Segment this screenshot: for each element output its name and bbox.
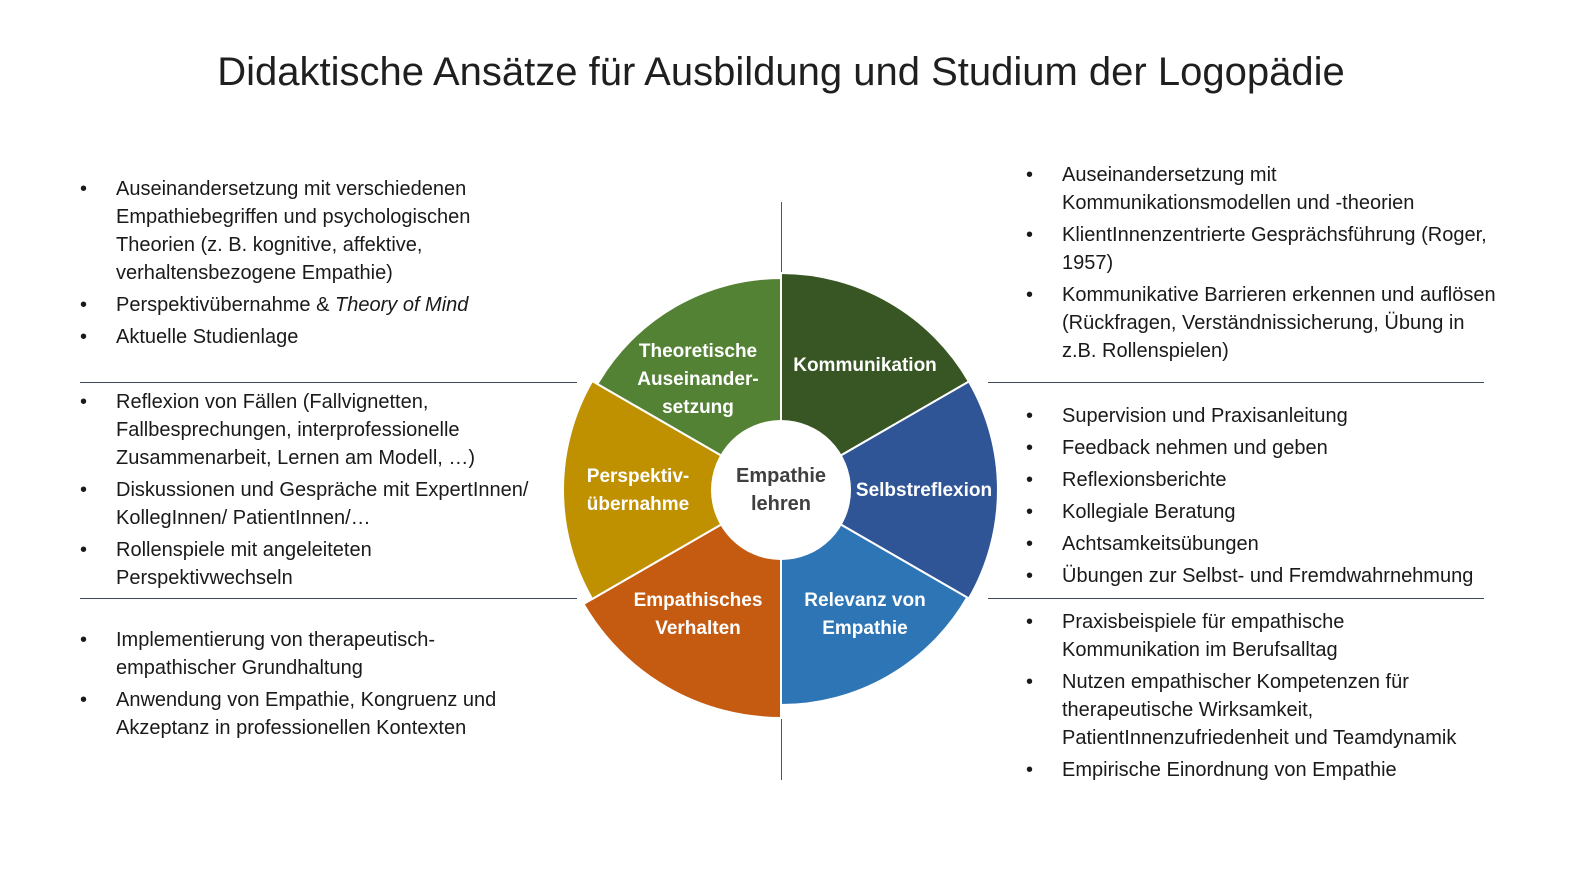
list-behavior: Implementierung von therapeutisch-empath… bbox=[80, 626, 550, 746]
list-item: Auseinandersetzung mit Kommunikationsmod… bbox=[1026, 161, 1496, 217]
list-item: Nutzen empathischer Kompetenzen für ther… bbox=[1026, 668, 1466, 752]
list-item: Rollenspiele mit angeleiteten Perspektiv… bbox=[80, 536, 550, 592]
list-item: Kommunikative Barrieren erkennen und auf… bbox=[1026, 281, 1496, 365]
segment-label-perspektive: Perspektiv-übernahme bbox=[586, 466, 690, 515]
list-communication: Auseinandersetzung mit Kommunikationsmod… bbox=[1026, 161, 1496, 369]
list-item: Empirische Einordnung von Empathie bbox=[1026, 756, 1466, 784]
list-item: Perspektivübernahme & Theory of Mind bbox=[80, 291, 540, 319]
list-relevance: Praxisbeispiele für empathische Kommunik… bbox=[1026, 608, 1466, 788]
segment-label-kommunikation: Kommunikation bbox=[793, 355, 937, 376]
list-item: Übungen zur Selbst- und Fremdwahrnehmung bbox=[1026, 562, 1516, 590]
list-item: KlientInnenzentrierte Gesprächsführung (… bbox=[1026, 221, 1496, 277]
list-item: Diskussionen und Gespräche mit ExpertInn… bbox=[80, 476, 550, 532]
list-selfreflection: Supervision und Praxisanleitung Feedback… bbox=[1026, 402, 1516, 594]
wheel-center bbox=[711, 420, 851, 560]
list-item: Praxisbeispiele für empathische Kommunik… bbox=[1026, 608, 1466, 664]
list-perspective: Reflexion von Fällen (Fallvignetten, Fal… bbox=[80, 388, 550, 596]
list-item: Anwendung von Empathie, Kongruenz und Ak… bbox=[80, 686, 550, 742]
list-item: Aktuelle Studienlage bbox=[80, 323, 540, 351]
divider bbox=[988, 598, 1484, 599]
divider bbox=[80, 598, 577, 599]
divider bbox=[781, 708, 782, 780]
divider bbox=[988, 382, 1484, 383]
list-item: Implementierung von therapeutisch-empath… bbox=[80, 626, 550, 682]
list-item: Kollegiale Beratung bbox=[1026, 498, 1516, 526]
list-item: Auseinandersetzung mit verschiedenen Emp… bbox=[80, 175, 540, 287]
list-item: Achtsamkeitsübungen bbox=[1026, 530, 1516, 558]
slide-title: Didaktische Ansätze für Ausbildung und S… bbox=[217, 50, 1345, 94]
list-item: Supervision und Praxisanleitung bbox=[1026, 402, 1516, 430]
divider bbox=[781, 202, 782, 272]
list-theory: Auseinandersetzung mit verschiedenen Emp… bbox=[80, 175, 540, 355]
segment-label-selbstreflexion: Selbstreflexion bbox=[855, 480, 993, 501]
list-item: Feedback nehmen und geben bbox=[1026, 434, 1516, 462]
list-item: Reflexion von Fällen (Fallvignetten, Fal… bbox=[80, 388, 550, 472]
divider bbox=[80, 382, 577, 383]
list-item: Reflexionsberichte bbox=[1026, 466, 1516, 494]
